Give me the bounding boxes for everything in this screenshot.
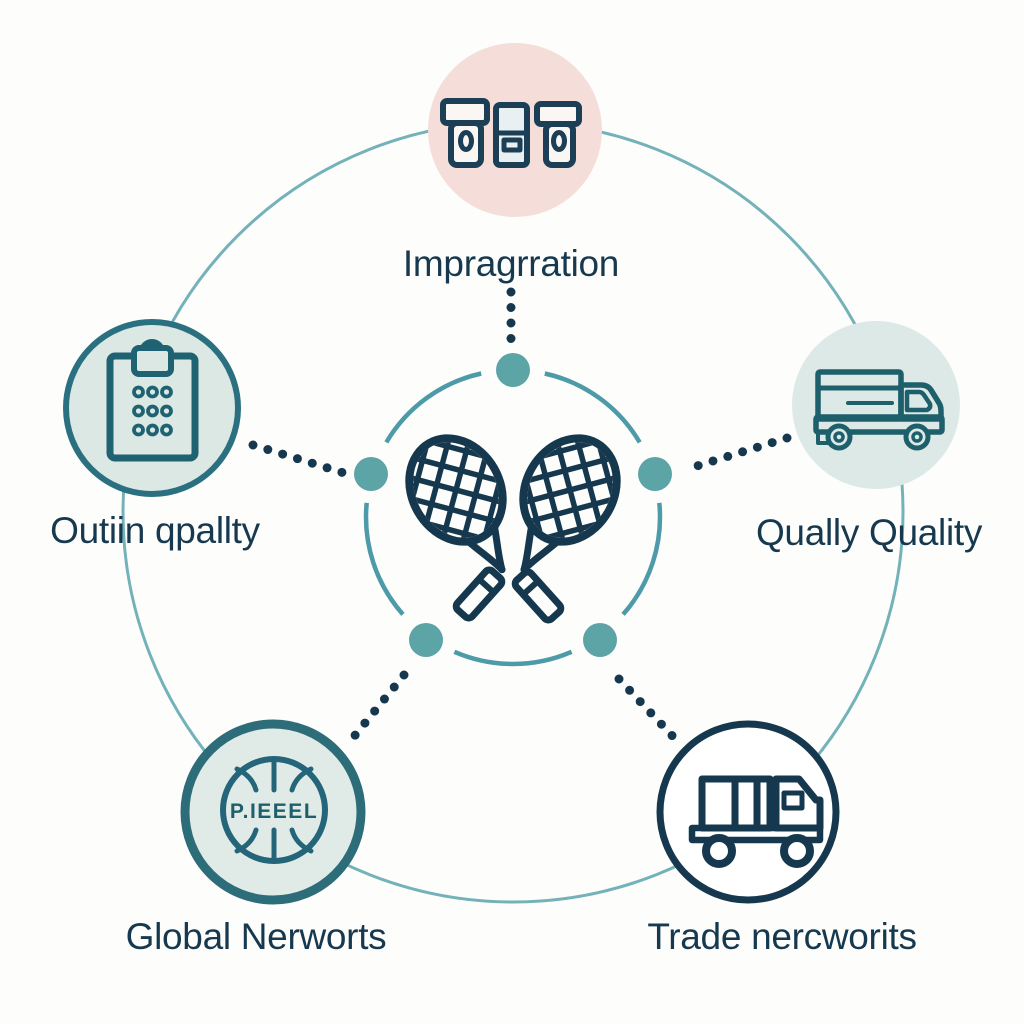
hub-dot-right [638, 457, 672, 491]
grip-right [513, 570, 563, 622]
node-right [792, 321, 960, 489]
truck-wheel [825, 423, 853, 451]
inner-ring-arc [621, 502, 663, 616]
node-left [63, 319, 241, 497]
connector-bottom-left [347, 670, 409, 744]
node-bottom-right-circle [656, 720, 840, 904]
hub-dot-bottom-right [583, 623, 617, 657]
grip-left [454, 568, 504, 620]
label-right: Qually Quality [755, 512, 983, 553]
truck-wheel [702, 834, 736, 868]
label-bottom-left: Global Nerworts [125, 916, 387, 957]
truck-window [781, 790, 805, 811]
connector-right [679, 433, 792, 475]
hub-dot-top [496, 353, 530, 387]
inner-ring [363, 371, 663, 667]
checklist-dots [132, 385, 173, 437]
label-top: Impragrration [402, 243, 620, 284]
ball-badge-text: P.IEEEL [230, 800, 318, 823]
truck-window [904, 389, 933, 413]
hub-dots [354, 353, 672, 657]
spoke-connectors [248, 287, 792, 748]
truck-wheel [780, 834, 814, 868]
node-top [428, 43, 602, 217]
node-bottom-left: P.IEEEL [180, 719, 366, 905]
racket-left [317, 351, 595, 629]
cargo-truck-icon [688, 775, 824, 868]
hub-dot-left [354, 457, 388, 491]
connector-left [248, 440, 349, 478]
hub-dot-bottom-left [409, 623, 443, 657]
clipboard-checklist-icon [106, 339, 199, 462]
connector-bottom-right [614, 674, 684, 748]
label-left: Outiin qpallty [50, 510, 260, 551]
label-bottom-right: Trade nercworits [647, 916, 917, 957]
shuttlecock-tubes-icon [440, 98, 582, 168]
node-bottom-left-circle [180, 719, 366, 905]
truck-wheel [903, 423, 931, 451]
delivery-truck-icon [813, 369, 945, 451]
ball-globe-icon [220, 756, 328, 864]
inner-ring-arc [384, 371, 482, 444]
inner-ring-arc [363, 502, 405, 616]
truck-cab [898, 382, 944, 422]
inner-ring-arc [453, 649, 573, 667]
inner-ring-arc [544, 371, 642, 444]
node-bottom-right [656, 720, 840, 904]
